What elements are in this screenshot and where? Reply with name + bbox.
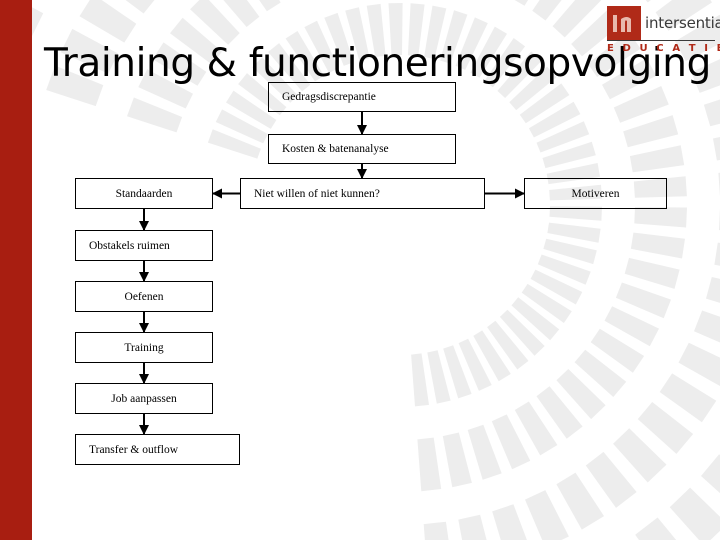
flowchart-node-label: Niet willen of niet kunnen? [254, 187, 380, 200]
flowchart-node-label: Kosten & batenanalyse [282, 143, 389, 155]
flowchart-node-label: Gedragsdiscrepantie [282, 91, 376, 103]
intersentia-logo: intersentia E D U C A T I E F [607, 6, 720, 58]
logo-divider [607, 40, 715, 41]
logo-tagline: E D U C A T I E F [607, 43, 720, 54]
flowchart-node-label: Obstakels ruimen [89, 239, 170, 252]
flowchart-node-kosten-batenanalyse[interactable]: Kosten & batenanalyse [268, 134, 456, 164]
page-title: Training & functioneringsopvolging [44, 41, 711, 86]
logo-wordmark: intersentia [645, 14, 720, 32]
flowchart-node-training[interactable]: Training [75, 332, 213, 363]
flowchart-node-label: Standaarden [115, 187, 173, 200]
flowchart-node-label: Transfer & outflow [89, 443, 179, 456]
logo-mark-glyph-icon [613, 15, 631, 32]
flowchart-node-transfer-outflow[interactable]: Transfer & outflow [75, 434, 240, 465]
flowchart-node-gedragsdiscrepantie[interactable]: Gedragsdiscrepantie [268, 82, 456, 112]
flowchart-node-standaarden[interactable]: Standaarden [75, 178, 213, 209]
left-accent-bar [0, 0, 32, 540]
flowchart-node-obstakels-ruimen[interactable]: Obstakels ruimen [75, 230, 213, 261]
flowchart-node-label: Oefenen [124, 290, 164, 303]
flowchart-node-label: Job aanpassen [111, 392, 177, 405]
flowchart-node-oefenen[interactable]: Oefenen [75, 281, 213, 312]
flowchart-node-motiveren[interactable]: Motiveren [524, 178, 667, 209]
flowchart-node-job-aanpassen[interactable]: Job aanpassen [75, 383, 213, 414]
flowchart-node-niet-willen-of-niet-kunnen[interactable]: Niet willen of niet kunnen? [240, 178, 485, 209]
flowchart-node-label: Motiveren [571, 187, 620, 200]
flowchart-node-label: Training [124, 341, 164, 354]
intersentia-logo-mark [607, 6, 641, 40]
